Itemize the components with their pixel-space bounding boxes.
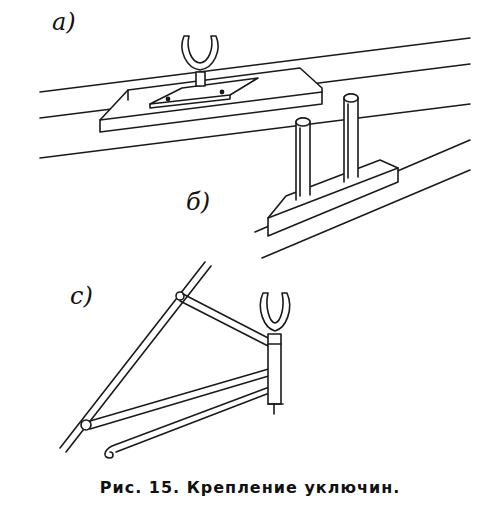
figure-label: б) bbox=[186, 188, 210, 216]
figure-label: а) bbox=[52, 8, 76, 36]
figure-label: с) bbox=[70, 282, 93, 310]
oarlock-plate-mount bbox=[40, 36, 470, 158]
figure-caption: Рис. 15. Крепление уключин. bbox=[100, 478, 401, 497]
outrigger-bracket bbox=[60, 262, 290, 458]
thole-pin-mount bbox=[255, 94, 470, 258]
